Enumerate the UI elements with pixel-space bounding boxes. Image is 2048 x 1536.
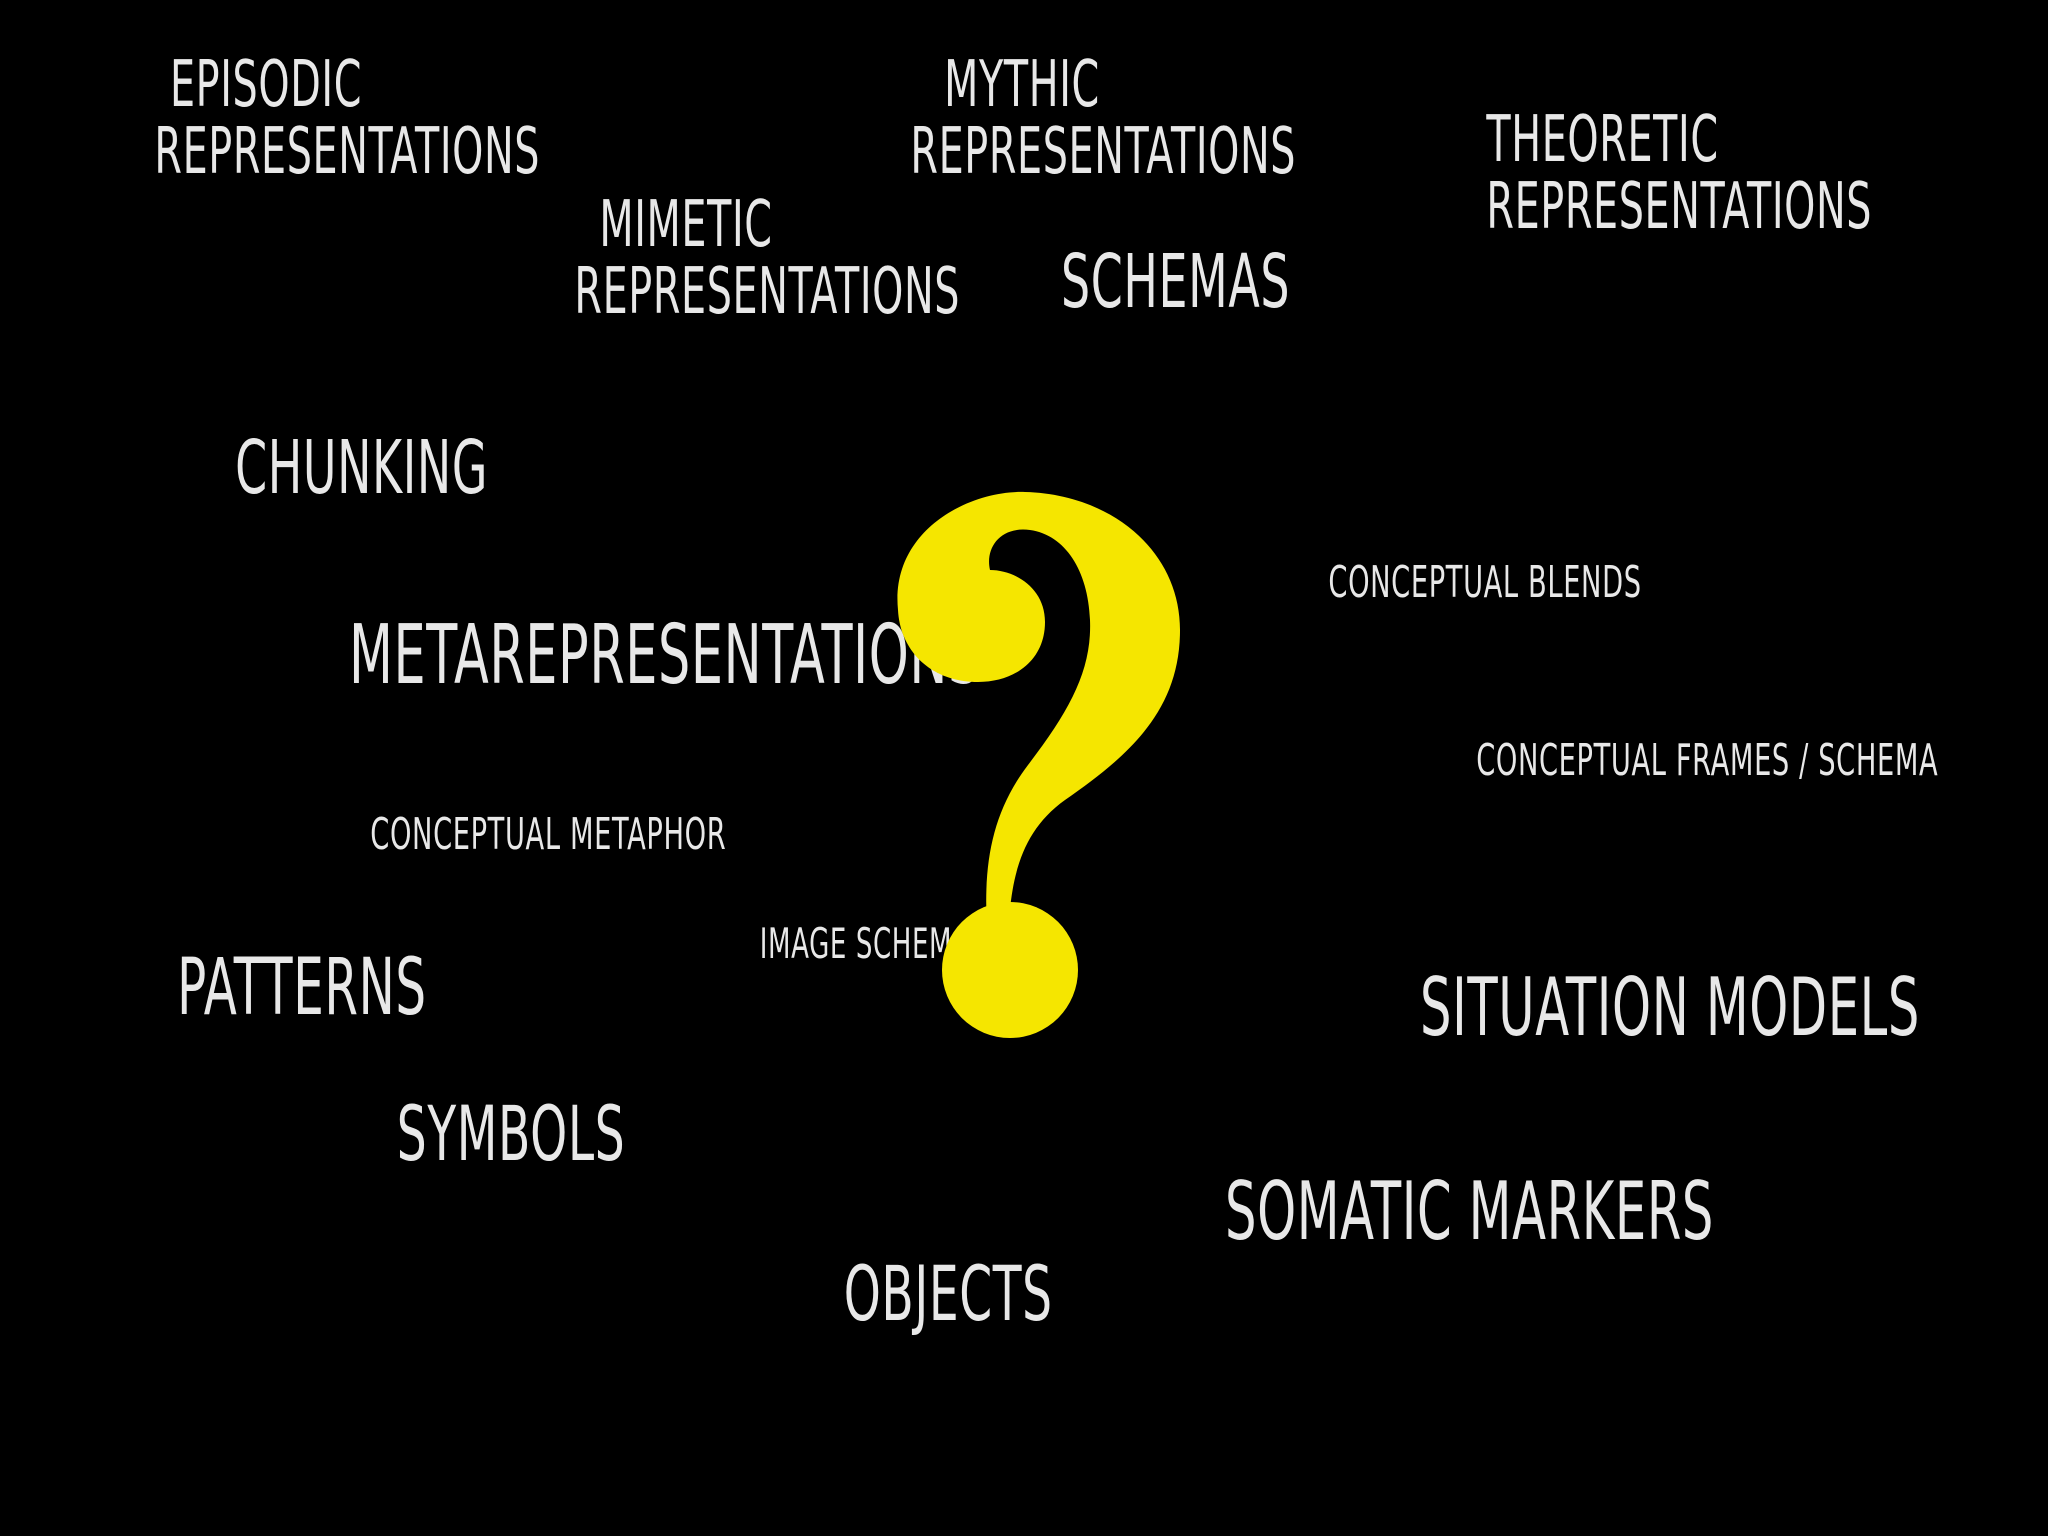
term-theoretic-representations: THEORETIC REPRESENTATIONS xyxy=(1486,103,1873,245)
term-situation-models: SITUATION MODELS xyxy=(1420,961,1921,1054)
term-chunking: CHUNKING xyxy=(235,425,488,511)
term-conceptual-frames-schema: CONCEPTUAL FRAMES / SCHEMA xyxy=(1476,735,1939,786)
term-line: REPRESENTATIONS xyxy=(574,255,961,330)
term-line: REPRESENTATIONS xyxy=(154,115,541,190)
term-episodic-representations: EPISODIC REPRESENTATIONS xyxy=(154,48,541,190)
question-mark-hook xyxy=(897,491,1180,940)
term-conceptual-blends: CONCEPTUAL BLENDS xyxy=(1328,557,1642,608)
term-line: MIMETIC xyxy=(599,188,773,262)
term-mimetic-representations: MIMETIC REPRESENTATIONS xyxy=(574,188,961,330)
question-mark-dot xyxy=(942,902,1078,1038)
term-patterns: PATTERNS xyxy=(177,943,427,1033)
term-mythic-representations: MYTHIC REPRESENTATIONS xyxy=(910,48,1297,190)
term-line: MYTHIC xyxy=(944,48,1100,122)
term-line: REPRESENTATIONS xyxy=(910,115,1297,190)
term-line: EPISODIC xyxy=(169,48,363,122)
term-line: THEORETIC xyxy=(1486,103,1719,177)
term-line: REPRESENTATIONS xyxy=(1486,170,1873,245)
term-metarepresentations: METAREPRESENTATIONS xyxy=(349,608,981,703)
term-schemas: SCHEMAS xyxy=(1061,239,1291,325)
term-objects: OBJECTS xyxy=(843,1249,1053,1338)
question-mark-icon xyxy=(897,491,1180,1038)
term-conceptual-metaphor: CONCEPTUAL METAPHOR xyxy=(370,809,727,860)
term-somatic-markers: SOMATIC MARKERS xyxy=(1225,1165,1715,1258)
term-symbols: SYMBOLS xyxy=(396,1089,626,1178)
